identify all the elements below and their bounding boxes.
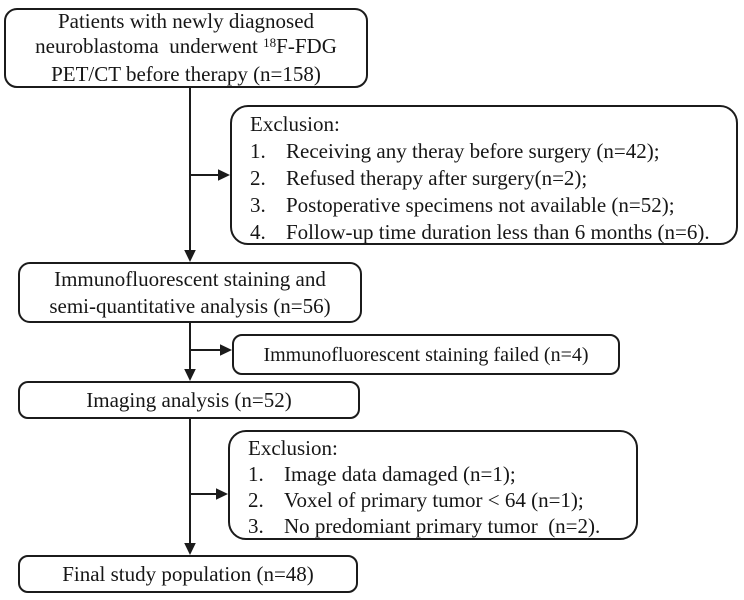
exclusion1-title: Exclusion: (250, 112, 340, 136)
exclusion-item: No predomiant primary tumor (n=2). (284, 514, 601, 538)
arrow-patients-to-staining (184, 88, 196, 262)
arrow-branch-to-staining-failed (190, 344, 232, 356)
final-label: Final study population (n=48) (62, 562, 314, 586)
staining-failed-label: Immunofluorescent staining failed (n=4) (263, 343, 589, 366)
arrow-imaging-to-final (184, 419, 196, 555)
box-exclusion-first: Exclusion: Receiving any theray before s… (230, 105, 738, 245)
arrow-branch-to-exclusion2 (190, 488, 228, 500)
exclusion1-list: Receiving any theray before surgery (n=4… (250, 138, 728, 246)
box-exclusion-second: Exclusion: Image data damaged (n=1);Voxe… (228, 430, 638, 540)
arrow-staining-to-imaging (184, 323, 196, 381)
box-staining-failed: Immunofluorescent staining failed (n=4) (232, 334, 620, 375)
exclusion-item: Image data damaged (n=1); (284, 462, 516, 486)
box-final-population: Final study population (n=48) (18, 555, 358, 593)
isotope-superscript: 18 (263, 35, 277, 51)
arrow-branch-to-exclusion1 (190, 169, 230, 181)
staining-line1: Immunofluorescent staining and (54, 266, 326, 291)
box-imaging-analysis: Imaging analysis (n=52) (18, 381, 360, 419)
patients-line3: PET/CT before therapy (n=158) (51, 61, 321, 86)
exclusion-item: Receiving any theray before surgery (n=4… (286, 139, 660, 163)
exclusion-item: Follow-up time duration less than 6 mont… (286, 220, 710, 244)
exclusion-item: Postoperative specimens not available (n… (286, 193, 675, 217)
box-patients-enrolled: Patients with newly diagnosed neuroblast… (4, 8, 368, 88)
imaging-label: Imaging analysis (n=52) (86, 388, 292, 412)
patients-line2: neuroblastoma underwent 18F-FDG (35, 34, 337, 62)
patients-line2-post: F-FDG (276, 34, 337, 59)
staining-line2: semi-quantitative analysis (n=56) (49, 293, 331, 318)
exclusion2-list: Image data damaged (n=1);Voxel of primar… (248, 461, 628, 539)
exclusion2-title: Exclusion: (248, 436, 338, 460)
patients-line1: Patients with newly diagnosed (57, 8, 315, 33)
exclusion-item: Refused therapy after surgery(n=2); (286, 166, 588, 190)
box-immunofluorescent-staining: Immunofluorescent staining and semi-quan… (18, 262, 362, 323)
patients-line2-pre: neuroblastoma underwent (35, 34, 264, 59)
exclusion-item: Voxel of primary tumor < 64 (n=1); (284, 488, 584, 512)
